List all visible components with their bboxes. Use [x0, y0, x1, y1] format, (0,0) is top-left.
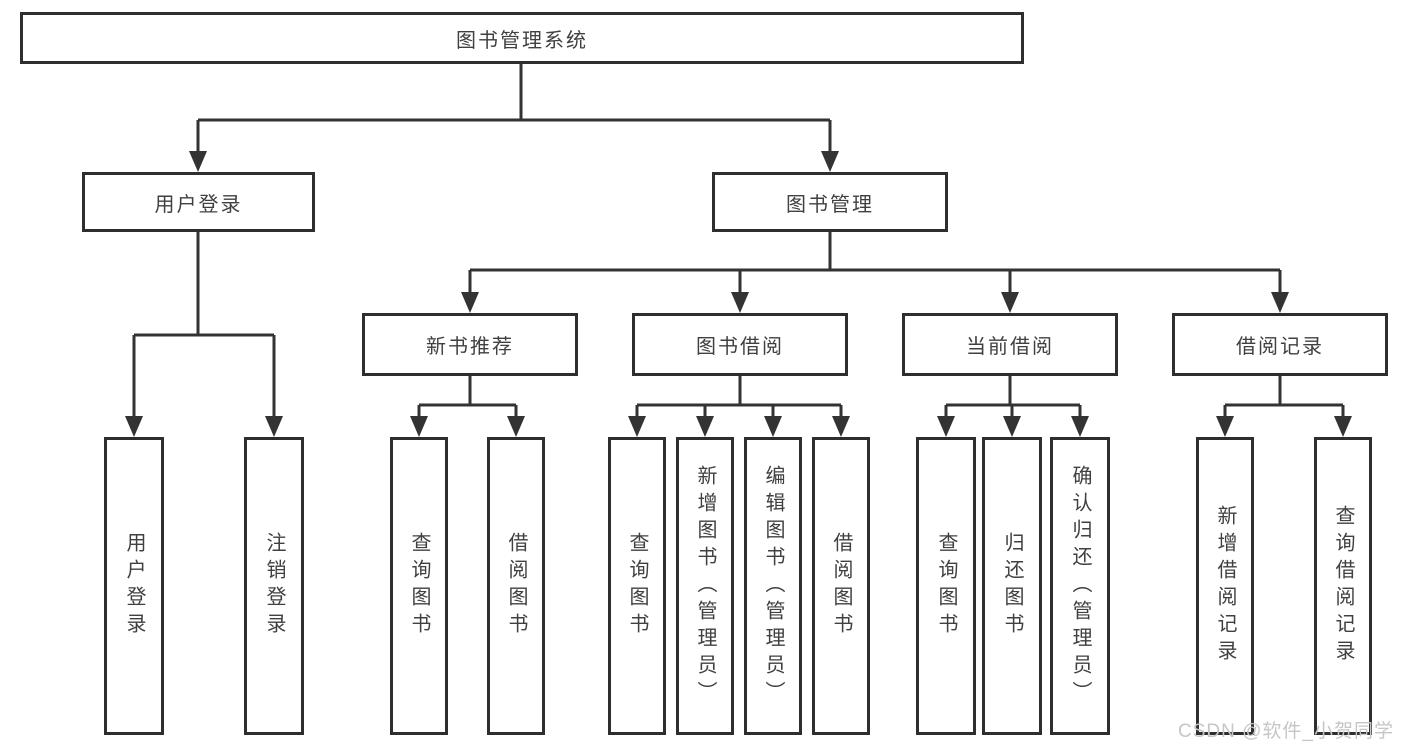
node-book-mgmt-label: 图书管理 [786, 193, 874, 216]
leaf-label: 确认归还（管理员） [1069, 464, 1091, 708]
leaf-label: 归还图书 [1001, 532, 1023, 640]
leaf-label: 新增借阅记录 [1214, 505, 1236, 667]
node-current-borrow-label: 当前借阅 [966, 336, 1054, 358]
leaf-records-add: 新增借阅记录 [1196, 437, 1254, 735]
node-new-books-label: 新书推荐 [426, 336, 514, 358]
leaf-borrow-query: 查询图书 [608, 437, 666, 735]
leaf-current-return: 归还图书 [982, 437, 1042, 735]
leaf-label: 借阅图书 [830, 532, 852, 640]
leaf-label: 查询图书 [935, 532, 957, 640]
node-book-borrow-label: 图书借阅 [696, 336, 784, 358]
leaf-label: 查询图书 [408, 532, 430, 640]
leaf-newbooks-query: 查询图书 [390, 437, 448, 735]
node-book-mgmt: 图书管理 [712, 172, 948, 232]
csdn-watermark: CSDN @软件_小贺同学 [1178, 721, 1394, 742]
node-user-login: 用户登录 [82, 172, 315, 232]
leaf-label: 用户登录 [123, 532, 145, 640]
leaf-current-confirm-admin: 确认归还（管理员） [1050, 437, 1110, 735]
node-user-login-label: 用户登录 [154, 193, 243, 216]
leaf-logout: 注销登录 [244, 437, 304, 735]
leaf-label: 查询借阅记录 [1332, 505, 1354, 667]
leaf-label: 借阅图书 [505, 532, 527, 640]
leaf-label: 新增图书（管理员） [694, 464, 716, 708]
node-borrow-records-label: 借阅记录 [1236, 336, 1324, 358]
node-root: 图书管理系统 [20, 12, 1024, 64]
leaf-borrow-add-admin: 新增图书（管理员） [676, 437, 734, 735]
node-new-books: 新书推荐 [362, 313, 578, 376]
leaf-newbooks-borrow: 借阅图书 [487, 437, 545, 735]
leaf-label: 查询图书 [626, 532, 648, 640]
node-current-borrow: 当前借阅 [902, 313, 1118, 376]
leaf-label: 编辑图书（管理员） [762, 464, 784, 708]
node-book-borrow: 图书借阅 [632, 313, 848, 376]
leaf-user-login: 用户登录 [104, 437, 164, 735]
leaf-label: 注销登录 [263, 532, 285, 640]
leaf-records-query: 查询借阅记录 [1314, 437, 1372, 735]
node-root-label: 图书管理系统 [456, 29, 588, 52]
node-borrow-records: 借阅记录 [1172, 313, 1388, 376]
leaf-borrow-book: 借阅图书 [812, 437, 870, 735]
leaf-current-query: 查询图书 [916, 437, 976, 735]
leaf-borrow-edit-admin: 编辑图书（管理员） [744, 437, 802, 735]
